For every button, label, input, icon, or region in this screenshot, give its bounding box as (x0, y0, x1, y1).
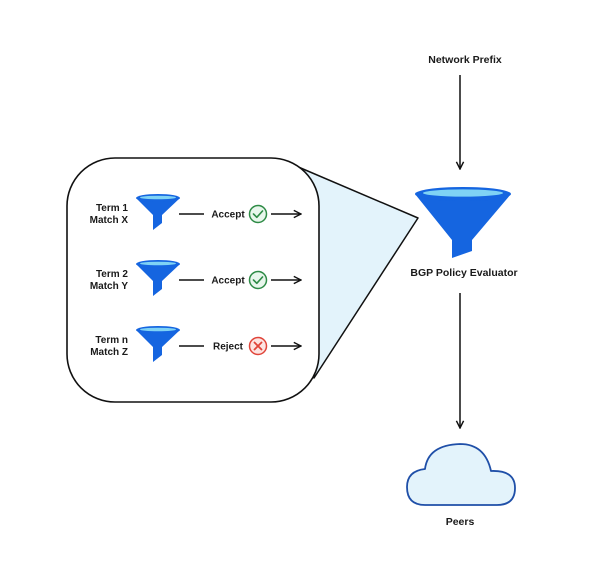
term-name: Term 2 (96, 269, 128, 280)
term-funnel-icon (136, 326, 180, 362)
check-circle-icon (248, 270, 268, 290)
x-circle-icon (248, 336, 268, 356)
network-prefix-label: Network Prefix (428, 54, 502, 66)
action-label: Accept (211, 276, 245, 287)
term-funnel-icon (136, 194, 180, 230)
term-match: Match Z (90, 347, 128, 358)
term-match: Match Y (90, 281, 128, 292)
action-label: Accept (211, 210, 245, 221)
term-match: Match X (90, 215, 129, 226)
action-label: Reject (213, 342, 244, 353)
peers-cloud-icon (406, 443, 516, 506)
term-name: Term 1 (96, 203, 128, 214)
term-funnel-icon (136, 260, 180, 296)
bgp-evaluator-funnel-icon (415, 187, 511, 258)
term-name: Term n (95, 335, 128, 346)
check-circle-icon (248, 204, 268, 224)
bgp-evaluator-label: BGP Policy Evaluator (410, 267, 517, 279)
peers-label: Peers (446, 516, 475, 528)
